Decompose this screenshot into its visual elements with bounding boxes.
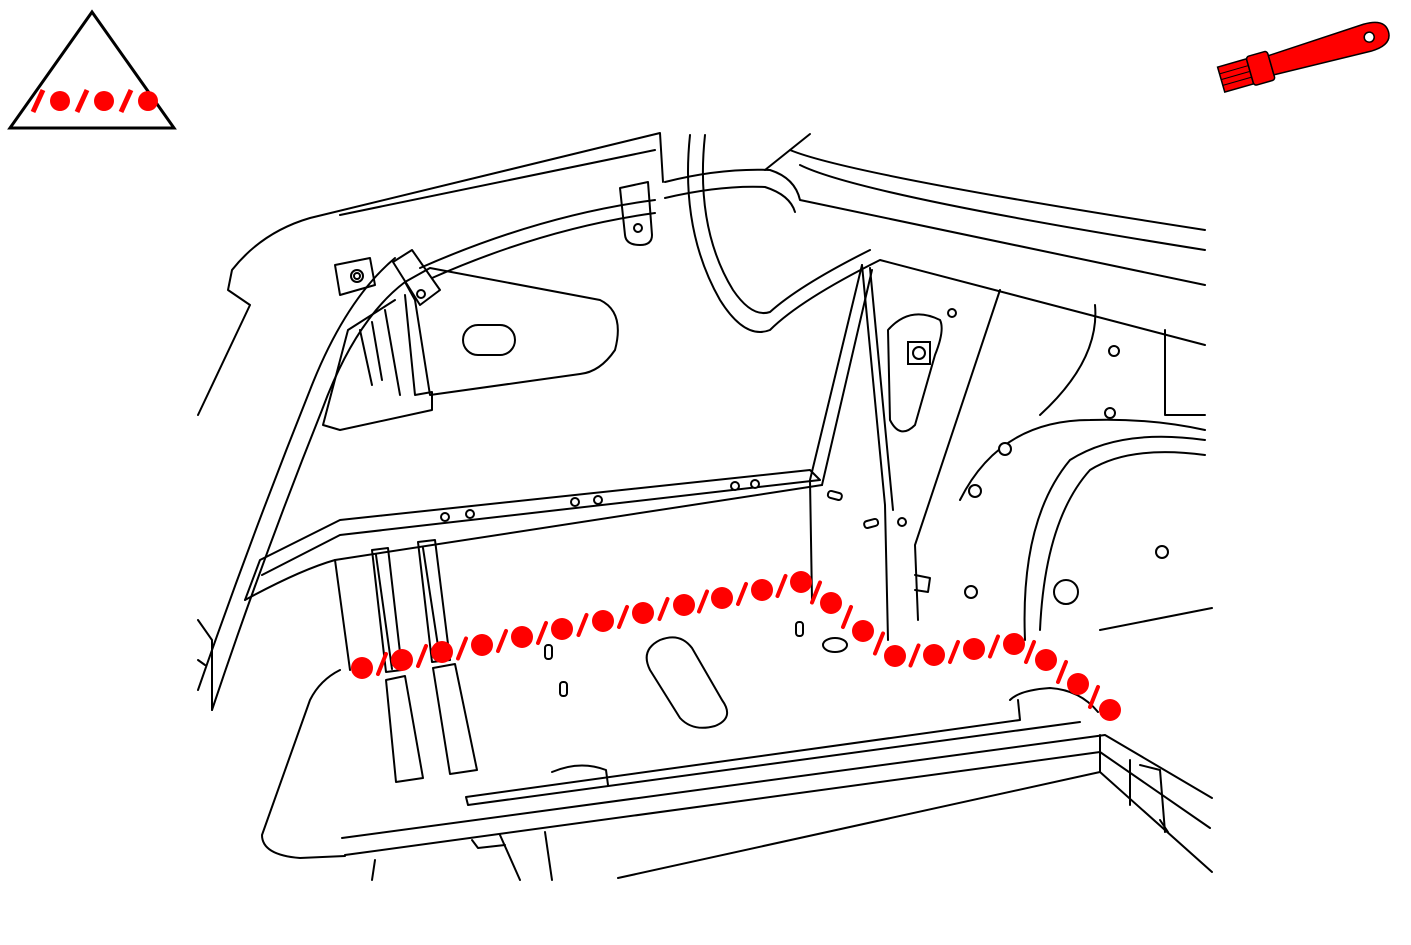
floor-studs — [544, 489, 880, 697]
seam-dot — [673, 594, 695, 616]
wheelhouse-oval-hole — [462, 324, 516, 356]
seam-dot — [711, 587, 733, 609]
seam-dash — [908, 643, 921, 668]
seam-dash — [1056, 660, 1068, 684]
seam-dot — [1099, 699, 1121, 721]
sealer-seam-line — [351, 571, 1121, 721]
seam-dash — [1088, 685, 1100, 709]
seam-dot — [1003, 633, 1025, 655]
seam-dot — [471, 634, 493, 656]
seam-dot — [820, 592, 842, 614]
seam-dash — [697, 589, 709, 614]
seam-dash — [873, 631, 885, 656]
seam-dash — [456, 636, 468, 661]
seam-dot — [391, 649, 413, 671]
upper-rail-tab — [619, 181, 653, 246]
trunk-bulkhead-panel — [244, 469, 821, 601]
seam-dash — [841, 605, 853, 629]
seam-dash — [416, 644, 428, 668]
rear-sill-panel — [341, 734, 1213, 839]
seam-dash — [496, 629, 508, 653]
body-shell-outline — [197, 132, 1213, 881]
seam-dot — [884, 645, 906, 667]
seam-dot — [1067, 673, 1089, 695]
floor-rib-right — [432, 663, 478, 775]
seam-dot — [790, 571, 812, 593]
seam-dash — [775, 574, 788, 598]
left-c-pillar — [197, 257, 396, 691]
seam-dash — [810, 580, 822, 605]
seam-dot — [431, 641, 453, 663]
seam-dash — [576, 613, 589, 637]
seam-dot — [852, 620, 874, 642]
seam-dot — [1035, 649, 1057, 671]
paint-brush-icon — [1216, 21, 1390, 94]
floor-rib-left — [385, 675, 424, 783]
seam-dot — [511, 626, 533, 648]
seam-dash — [536, 621, 548, 645]
package-shelf-rail — [687, 134, 1206, 346]
left-quarter-panel — [197, 132, 664, 416]
seam-dot — [963, 638, 985, 660]
seam-dot — [632, 602, 654, 624]
seam-dash — [988, 634, 1000, 659]
right-wheelhouse-arch — [959, 418, 1206, 501]
left-wheelhouse-panel — [404, 267, 619, 396]
seam-dot — [551, 618, 573, 640]
left-pillar-bracket — [334, 257, 376, 296]
seam-dash — [948, 640, 960, 664]
seam-dash — [1024, 640, 1036, 664]
right-inner-panel — [809, 264, 863, 601]
seam-dot — [592, 610, 614, 632]
seam-dash — [376, 652, 388, 676]
seam-dot — [751, 579, 773, 601]
trunk-floor-outline — [261, 669, 346, 859]
seam-dot — [351, 657, 373, 679]
seam-dot — [923, 644, 945, 666]
seam-dash — [617, 605, 629, 629]
seam-dash — [736, 582, 748, 606]
seam-symbol-dots — [30, 88, 158, 114]
seam-dash — [657, 597, 670, 621]
right-jack-panel — [887, 313, 943, 433]
floor-spare-recess — [645, 636, 729, 729]
weld-seam-triangle-icon — [7, 9, 177, 130]
